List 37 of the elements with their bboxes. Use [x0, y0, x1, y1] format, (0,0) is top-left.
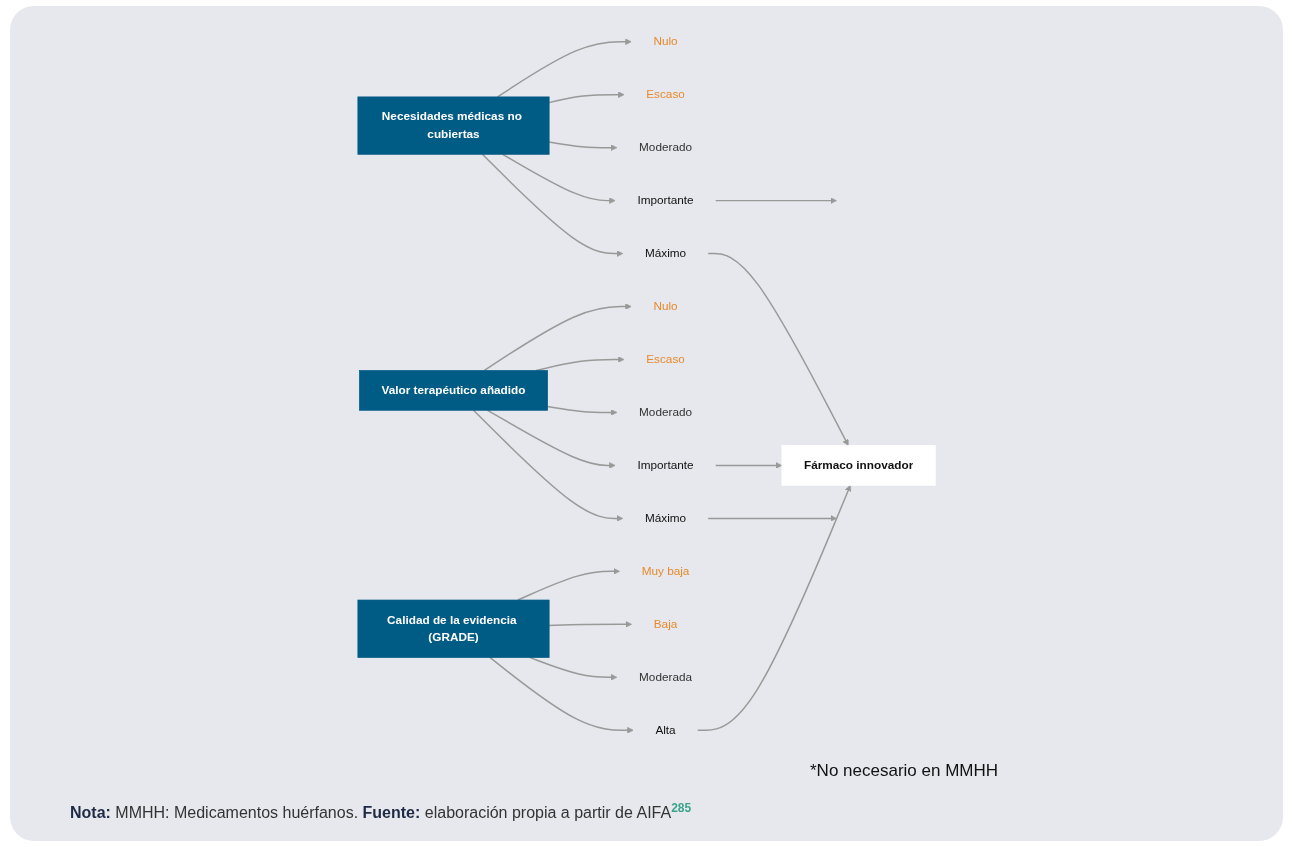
- arrow: [696, 485, 852, 731]
- arrow: [517, 568, 620, 601]
- arrow: [707, 252, 849, 446]
- option-label: Muy baja: [641, 564, 690, 578]
- arrow: [481, 153, 624, 257]
- caption: Nota: MMHH: Medicamentos huérfanos. Fuente: elaboración propia a partir de AIFA$^{285}$: [70, 804, 692, 822]
- option-label: Máximo: [644, 246, 687, 260]
- arrow: [472, 409, 624, 522]
- process-box: Necesidades médicas no cubiertas: [357, 96, 550, 155]
- option-label: Importante: [637, 194, 694, 207]
- option-label: Escaso: [646, 352, 685, 366]
- arrow: [707, 515, 837, 522]
- process-box: Valor terapéutico añadido: [359, 370, 548, 411]
- process-box: Fármaco innovador: [781, 445, 936, 486]
- option-label: Moderada: [638, 670, 692, 684]
- option-label: Nulo: [653, 35, 678, 48]
- arrow: [486, 409, 616, 469]
- option-label: Baja: [653, 617, 678, 631]
- option-label: Nulo: [653, 299, 678, 313]
- option-label: Moderado: [638, 141, 692, 154]
- process-box: Calidad de la evidencia (GRADE): [357, 599, 550, 658]
- option-label: Moderado: [638, 405, 692, 419]
- option-label: Alta: [655, 723, 676, 737]
- option-label: Importante: [637, 458, 694, 472]
- note-text: *No necesario en MMHH: [810, 761, 998, 781]
- option-label: Máximo: [644, 511, 687, 525]
- arrow: [714, 462, 783, 469]
- arrow: [489, 656, 634, 734]
- arrow: [548, 141, 618, 151]
- arrow: [548, 91, 625, 104]
- arrow: [548, 621, 632, 628]
- arrow: [483, 303, 632, 372]
- arrow: [546, 405, 618, 416]
- arrow: [496, 38, 632, 98]
- arrow: [714, 197, 837, 204]
- option-label: Escaso: [646, 88, 685, 101]
- arrow: [501, 153, 616, 204]
